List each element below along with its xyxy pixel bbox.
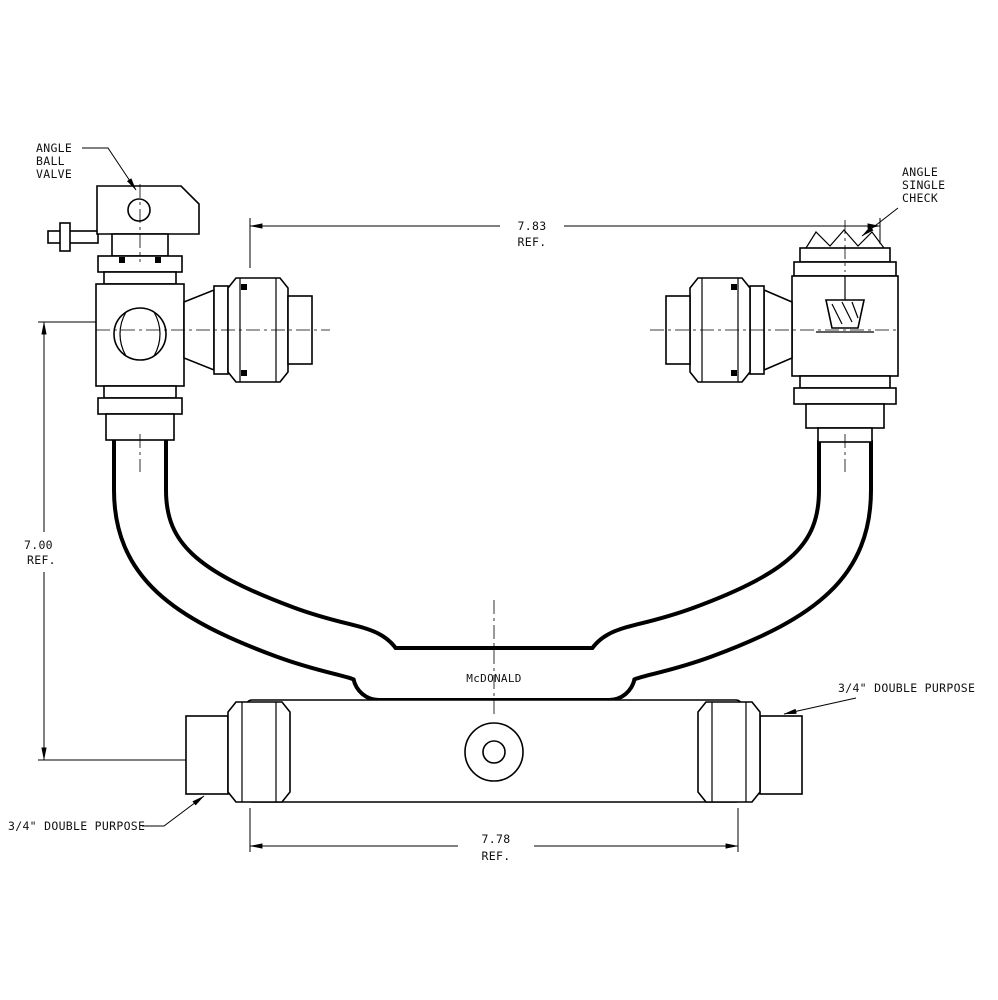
right-coupling-stub [759,715,803,795]
upper-flange-2 [103,271,177,285]
center-boss-inner-circle [482,740,506,764]
dimension-value: 7.00 [24,538,53,552]
callout-double-purpose-right: 3/4" DOUBLE PURPOSE [783,681,975,715]
angle-single-check-assembly [650,220,899,472]
dimension-ref: REF. [482,849,511,863]
ball-element [113,307,167,361]
bracket-hole [127,198,151,222]
riser-piping [112,440,873,702]
check-disc-hatch [851,301,859,319]
dimension-value: 7.83 [518,219,547,233]
right-meter-coupling [697,701,803,803]
lower-hub [805,403,885,429]
pipe-inner-fill [116,440,869,698]
ball-port-curve [119,311,127,357]
gasket-mark [241,284,247,290]
bottom-manifold [245,600,743,803]
callout-text: CHECK [902,191,938,205]
callout-text: 3/4" DOUBLE PURPOSE [8,819,145,833]
leader-line [861,207,899,237]
gasket-mark [731,284,737,290]
lower-flange [103,385,177,399]
check-disc-hatch [841,301,853,323]
packing-seal [119,257,125,263]
callout-angle-ball-valve: ANGLE BALL VALVE [36,141,137,191]
dimension-ref: REF. [518,235,547,249]
right-coupling-nut [697,701,761,803]
check-disc-hatch [831,303,843,325]
callout-text: VALVE [36,167,72,181]
dimension-ref: REF. [27,553,56,567]
gasket-mark [241,370,247,376]
callout-text: ANGLE [902,165,938,179]
callout-text: ANGLE [36,141,72,155]
upper-flange [97,255,183,273]
lower-flange [799,375,891,389]
leader-line [142,795,205,827]
dimension-bottom-width: 7.78 REF. [249,808,739,863]
brand-label: McDONALD [466,672,521,685]
callout-text: SINGLE [902,178,945,192]
angle-ball-valve-assembly [47,184,330,472]
dimension-left-height: 7.00 REF. [24,321,186,761]
valve-stem [47,230,99,244]
packing-seal [155,257,161,263]
callout-double-purpose-left: 3/4" DOUBLE PURPOSE [8,795,205,833]
lower-flange-2 [793,387,897,405]
left-coupling-nut [227,701,291,803]
dimension-value: 7.78 [482,832,511,846]
leader-line [783,697,857,715]
dimension-top-width: 7.83 REF. [249,218,881,268]
callout-angle-single-check: ANGLE SINGLE CHECK [861,165,945,237]
ball-port-curve [153,311,161,357]
valve-stem-tick [59,222,71,252]
gasket-mark [731,370,737,376]
left-meter-coupling [185,701,291,803]
callout-text: BALL [36,154,65,168]
callout-text: 3/4" DOUBLE PURPOSE [838,681,975,695]
left-coupling-stub [185,715,229,795]
lower-flange-2 [97,397,183,415]
leader-line [82,147,137,191]
